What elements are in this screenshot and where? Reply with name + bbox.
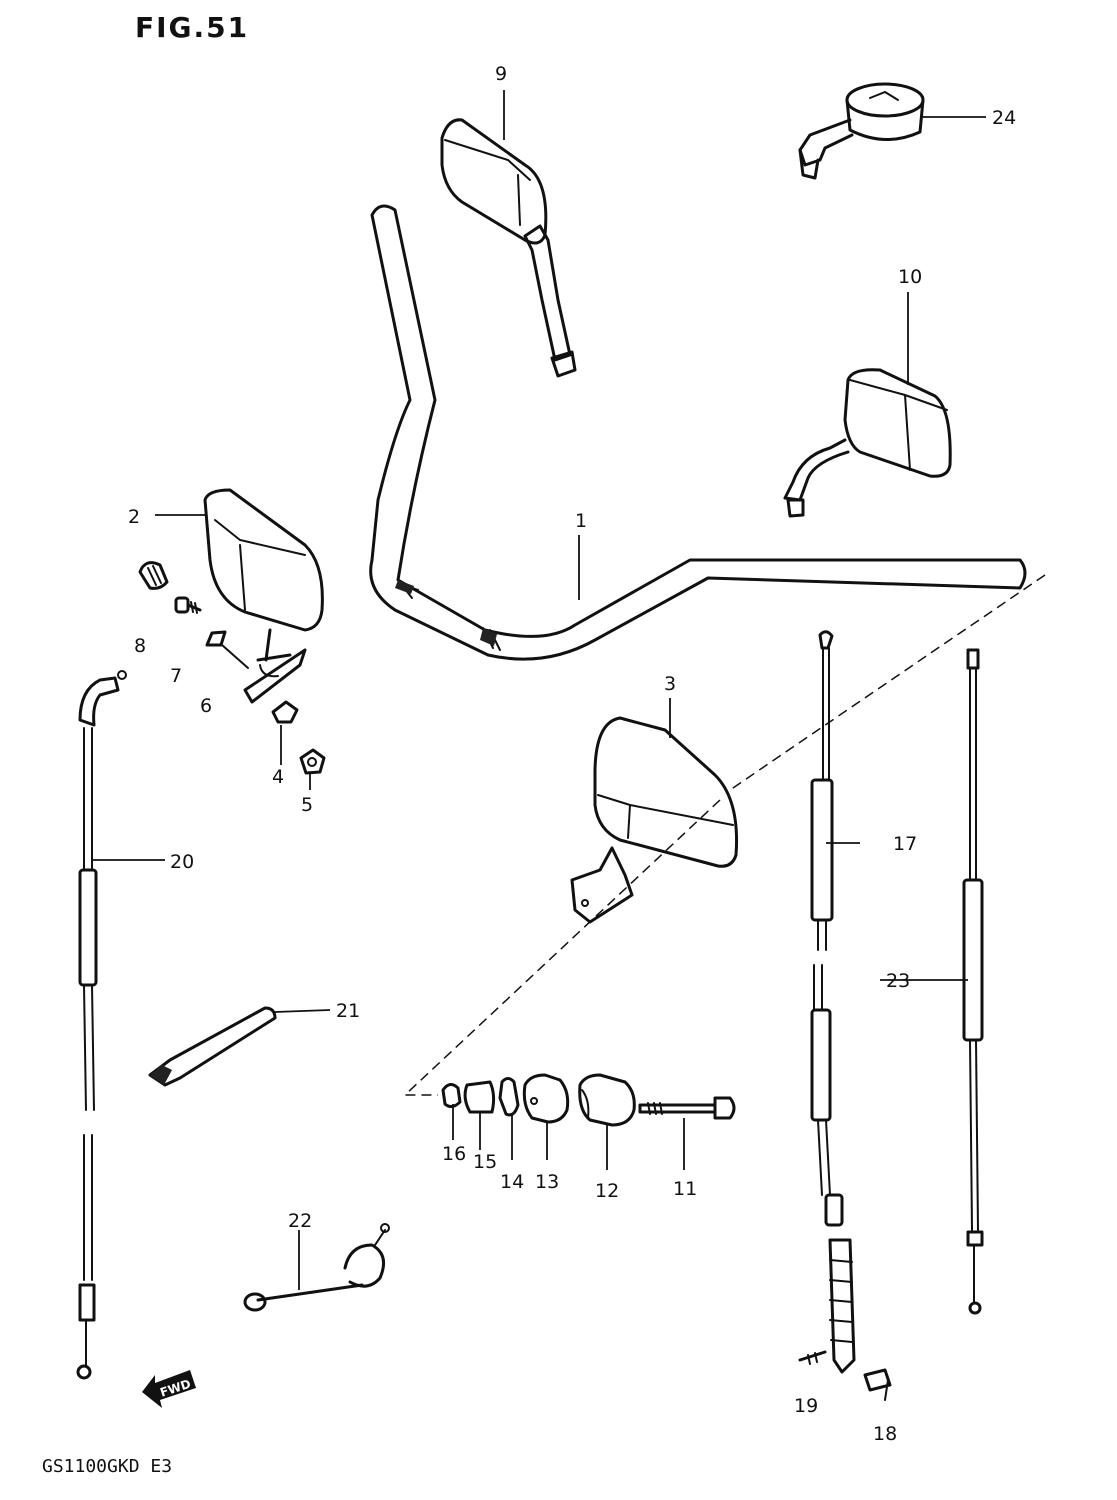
nut-5 — [299, 748, 326, 775]
callout-10: 10 — [898, 266, 922, 288]
bolt-7 — [174, 596, 202, 614]
figure-title: FIG.51 — [135, 11, 249, 44]
model-code: GS1100GKD E3 — [42, 1456, 172, 1477]
callout-23: 23 — [886, 970, 910, 992]
mirror-right-lower — [570, 716, 739, 924]
callout-17: 17 — [893, 833, 917, 855]
balancer-13 — [522, 1073, 570, 1124]
callout-21: 21 — [336, 1000, 360, 1022]
bolt-18 — [863, 1368, 892, 1401]
assembly-reference-line — [403, 574, 1046, 1096]
cable-23 — [962, 648, 984, 1315]
long-bolt-11 — [638, 1096, 736, 1120]
callout-9: 9 — [495, 63, 507, 85]
callout-22: 22 — [288, 1210, 312, 1232]
rubber-15 — [463, 1080, 496, 1114]
callout-4: 4 — [272, 766, 284, 788]
callout-19: 19 — [794, 1395, 818, 1417]
callout-12: 12 — [595, 1180, 619, 1202]
callout-7: 7 — [170, 665, 182, 687]
cap-8 — [138, 561, 169, 590]
washer-14 — [498, 1077, 520, 1117]
forward-arrow-icon: FWD — [142, 1370, 196, 1408]
callout-11: 11 — [673, 1178, 697, 1200]
gauge-24 — [798, 82, 925, 180]
mirror-left — [203, 488, 324, 704]
tool-21 — [148, 1006, 277, 1087]
callout-20: 20 — [170, 851, 194, 873]
callout-1: 1 — [575, 510, 587, 532]
nut-4 — [271, 700, 299, 724]
balancer-12 — [578, 1073, 636, 1127]
screw-19 — [798, 1350, 827, 1365]
callout-18: 18 — [873, 1423, 897, 1445]
callout-6: 6 — [200, 695, 212, 717]
leader-lines — [92, 90, 986, 1290]
callout-2: 2 — [128, 506, 140, 528]
tool-22 — [243, 1223, 390, 1312]
mirror-upper-left — [440, 118, 577, 378]
callout-5: 5 — [301, 794, 313, 816]
callout-15: 15 — [473, 1151, 497, 1173]
callout-8: 8 — [134, 635, 146, 657]
callout-14: 14 — [500, 1171, 524, 1193]
callout-24: 24 — [992, 107, 1016, 129]
callout-13: 13 — [535, 1171, 559, 1193]
handlebar — [369, 204, 1027, 661]
cable-17 — [810, 630, 856, 1374]
callout-3: 3 — [664, 673, 676, 695]
cable-20 — [76, 670, 127, 1380]
callout-labels: 9 24 10 2 1 8 7 6 3 4 5 17 20 23 21 16 1… — [128, 63, 1016, 1445]
collar-16 — [441, 1083, 462, 1109]
mirror-upper-right — [783, 368, 952, 518]
washer-6 — [205, 630, 249, 669]
callout-16: 16 — [442, 1143, 466, 1165]
